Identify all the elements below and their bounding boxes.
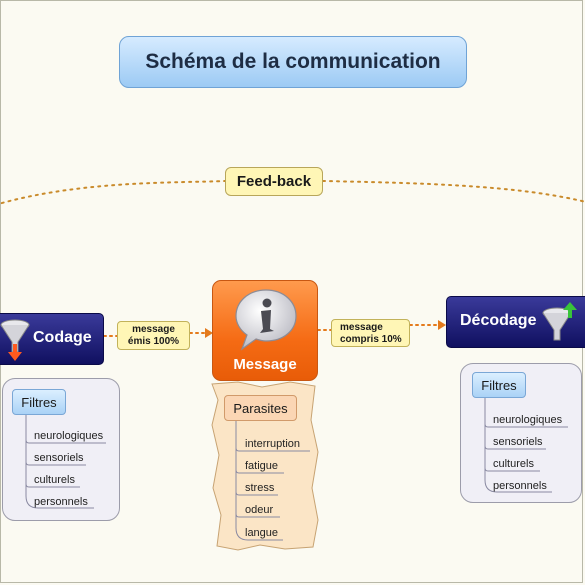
compris-line2: compris 10% [340,334,402,345]
feedback-arc [0,180,226,205]
arrow-head-decodage [438,320,446,330]
compris-label: message compris 10% [331,319,410,347]
right-filters-title: Filtres [472,372,526,398]
right-filter-item: personnels [493,480,547,492]
emis-label: message émis 100% [117,321,190,350]
message-node: Message [212,280,318,381]
left-filter-item: personnels [34,496,88,508]
feedback-label: Feed-back [225,167,323,196]
decodage-label: Décodage [460,312,537,329]
message-label: Message [233,356,297,373]
decodage-node: Décodage [446,296,585,348]
left-filters-title: Filtres [12,389,66,415]
feedback-arc [322,180,585,203]
parasites-paper [211,381,319,551]
codage-label: Codage [33,329,92,346]
funnel-icon [542,302,577,341]
emis-line2: émis 100% [127,336,180,347]
right-filter-item: neurologiques [493,414,563,426]
diagram-title: Schéma de la communication [119,36,467,88]
left-filter-item: neurologiques [34,430,104,442]
funnel-icon [0,319,30,361]
parasite-item: odeur [245,504,274,516]
right-filter-item: culturels [493,458,534,470]
info-bubble-icon [235,289,297,351]
parasite-item: stress [245,482,275,494]
emis-line1: message [132,324,175,335]
right-filter-item: sensoriels [493,436,543,448]
parasite-item: fatigue [245,460,279,472]
compris-line1: message [340,322,383,333]
codage-node: Codage [0,313,104,365]
parasite-item: interruption [245,438,301,450]
left-filter-item: sensoriels [34,452,84,464]
left-filter-item: culturels [34,474,75,486]
parasites-title: Parasites [224,395,297,421]
parasite-item: langue [245,527,279,539]
arrow-head-message [205,328,213,338]
